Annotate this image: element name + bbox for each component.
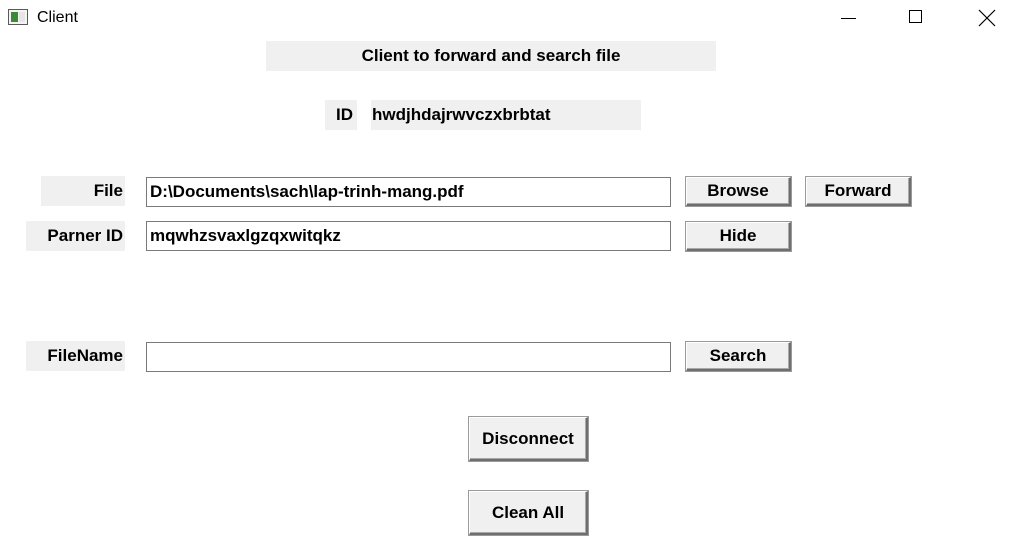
search-button[interactable]: Search (686, 342, 791, 371)
minimize-icon (841, 18, 856, 19)
window-title: Client (37, 9, 78, 26)
disconnect-button[interactable]: Disconnect (469, 417, 588, 461)
maximize-button[interactable] (893, 0, 939, 36)
close-icon (978, 9, 996, 27)
partner-id-label: Parner ID (26, 221, 125, 251)
clean-all-button[interactable]: Clean All (469, 491, 588, 535)
file-label: File (41, 176, 125, 206)
filename-label: FileName (26, 341, 125, 371)
maximize-icon (909, 10, 922, 23)
forward-button[interactable]: Forward (806, 177, 911, 206)
hide-button[interactable]: Hide (686, 222, 791, 251)
minimize-button[interactable] (824, 0, 870, 36)
browse-button[interactable]: Browse (686, 177, 791, 206)
file-path-input[interactable] (146, 177, 671, 207)
close-button[interactable] (964, 0, 1010, 36)
form-heading: Client to forward and search file (266, 41, 716, 71)
partner-id-input[interactable] (146, 221, 671, 251)
id-label: ID (325, 100, 357, 130)
app-window-icon (8, 9, 28, 25)
title-bar: Client (0, 0, 1010, 36)
filename-input[interactable] (146, 342, 671, 372)
id-value: hwdjhdajrwvczxbrbtat (371, 100, 641, 130)
